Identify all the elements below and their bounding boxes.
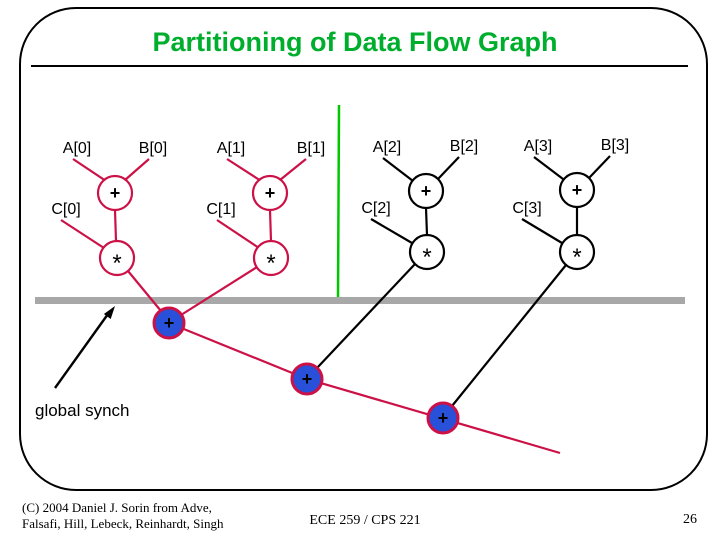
- tree-0-plus-glyph: +: [110, 183, 121, 203]
- footer-course: ECE 259 / CPS 221: [309, 513, 421, 528]
- tree-0-add-node: [96, 174, 134, 212]
- tree-3-input-a-label: A[3]: [524, 138, 552, 155]
- slide-title: Partitioning of Data Flow Graph: [152, 27, 558, 57]
- footer-credit-line2: Falsafi, Hill, Lebeck, Reinhardt, Singh: [22, 516, 224, 531]
- global-sum-chain-edges: [168, 321, 561, 455]
- tree-2-edges: [316, 156, 460, 369]
- tree-0-multiply-glyph: *: [112, 250, 121, 277]
- footer-page-number: 26: [683, 512, 697, 527]
- tree-1-multiply-glyph: *: [266, 250, 275, 277]
- global-sum-node-3-plus-glyph: +: [438, 408, 449, 428]
- tree-2-input-c-label: C[2]: [361, 200, 390, 217]
- tree-3-multiply-glyph: *: [572, 244, 581, 271]
- tree-0-edges: [60, 158, 162, 312]
- tree-2-multiply-glyph: *: [422, 244, 431, 271]
- global-sum-node-2-plus-glyph: +: [302, 369, 313, 389]
- tree-2-multiply-node: [408, 233, 446, 271]
- tree-1-input-a-label: A[1]: [217, 140, 245, 157]
- tree-0-multiply-node: [98, 239, 136, 277]
- tree-1-add-node: [251, 174, 289, 212]
- tree-0-input-b-label: B[0]: [139, 140, 167, 157]
- partition-separator-line: [336, 104, 341, 298]
- slide-border: [19, 7, 708, 491]
- global-synch-bar: [35, 297, 685, 304]
- global-synch-label: global synch: [35, 401, 130, 420]
- tree-0-input-c-label: C[0]: [51, 201, 80, 218]
- global-sum-node-1-plus-glyph: +: [164, 313, 175, 333]
- global-synch-arrow: [54, 306, 115, 389]
- tree-3-input-b-label: B[3]: [601, 137, 629, 154]
- tree-3-add-node: [558, 171, 596, 209]
- tree-1-plus-glyph: +: [265, 183, 276, 203]
- tree-3-multiply-node: [558, 233, 596, 271]
- tree-1-edges: [180, 158, 307, 316]
- tree-3-input-c-label: C[3]: [512, 200, 541, 217]
- tree-2-plus-glyph: +: [421, 181, 432, 201]
- tree-3-plus-glyph: +: [572, 180, 583, 200]
- footer-credit-line1: (C) 2004 Daniel J. Sorin from Adve,: [22, 500, 212, 515]
- tree-1-input-c-label: C[1]: [206, 201, 235, 218]
- tree-2-input-b-label: B[2]: [450, 138, 478, 155]
- global-sum-node-1: [152, 306, 186, 340]
- tree-0-input-a-label: A[0]: [63, 140, 91, 157]
- tree-1-input-b-label: B[1]: [297, 140, 325, 157]
- tree-1-multiply-node: [252, 239, 290, 277]
- arrowhead-icon: [103, 306, 115, 319]
- footer-credit: (C) 2004 Daniel J. Sorin from Adve, Fals…: [22, 500, 223, 532]
- global-sum-node-2: [290, 362, 324, 396]
- tree-3-edges: [451, 155, 611, 407]
- tree-2-input-a-label: A[2]: [373, 139, 401, 156]
- tree-2-add-node: [407, 172, 445, 210]
- global-sum-node-3: [426, 401, 460, 435]
